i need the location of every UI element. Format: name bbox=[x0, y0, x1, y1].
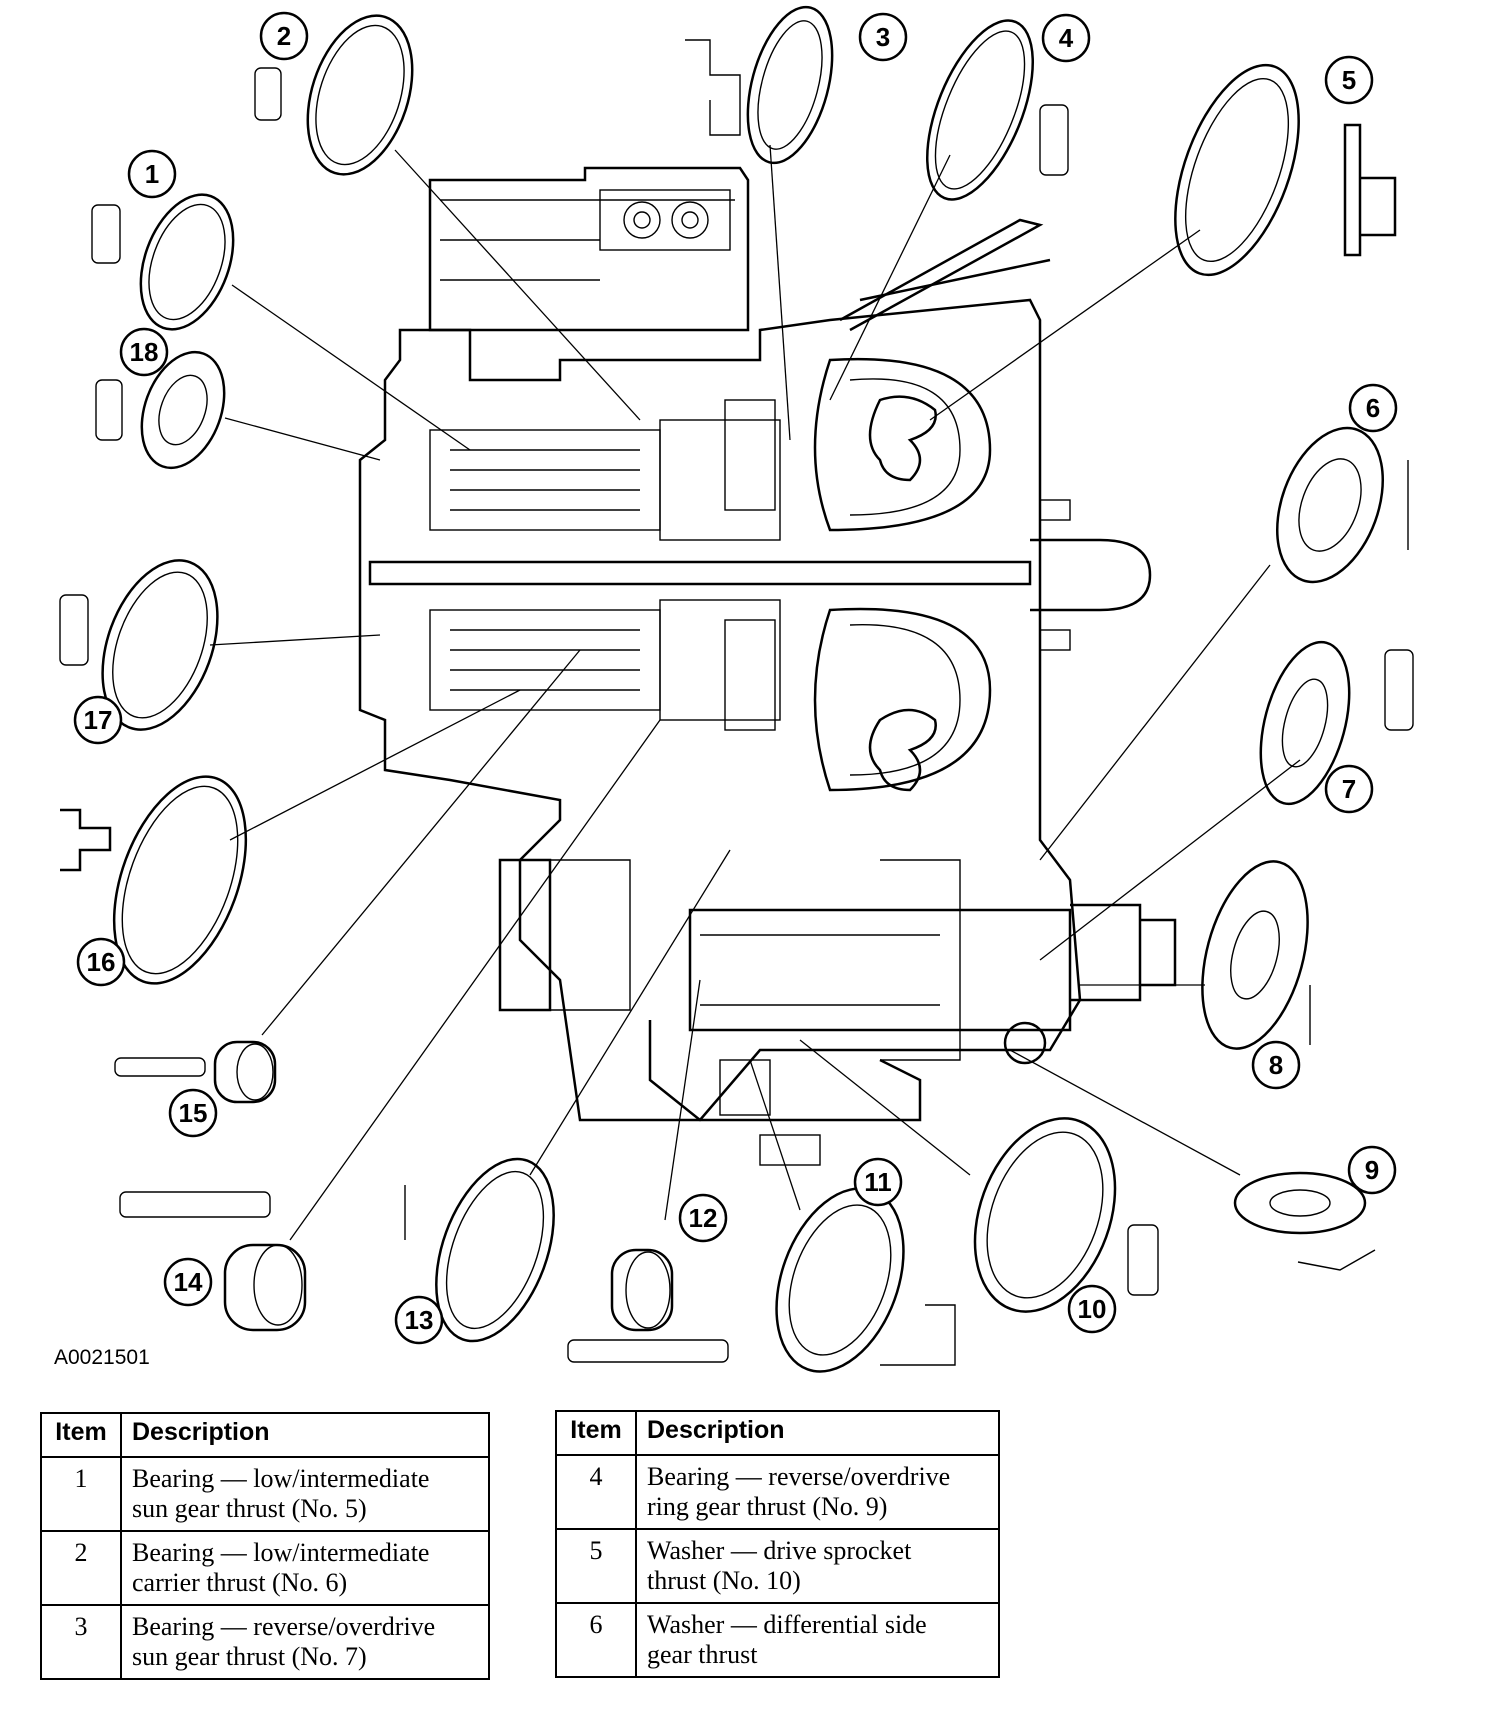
callout-16: 16 bbox=[76, 937, 126, 987]
callout-8: 8 bbox=[1251, 1040, 1301, 1090]
svg-text:16: 16 bbox=[87, 947, 116, 977]
leader-lines bbox=[209, 144, 1301, 1241]
svg-text:18: 18 bbox=[130, 337, 159, 367]
part-8-washer bbox=[1201, 860, 1311, 1050]
callout-13: 13 bbox=[394, 1295, 444, 1345]
transaxle-cross-section bbox=[358, 166, 1177, 1166]
part-6-washer bbox=[1275, 426, 1409, 584]
transaxle-exploded-diagram: 1 2 3 4 5 6 7 8 9 10 11 12 13 14 15 16 1… bbox=[59, 5, 1414, 1373]
part-7-washer bbox=[1259, 640, 1414, 806]
callout-7: 7 bbox=[1324, 764, 1374, 814]
callout-18: 18 bbox=[119, 327, 169, 377]
svg-text:14: 14 bbox=[174, 1267, 203, 1297]
item-number: 5 bbox=[555, 1528, 637, 1604]
part-9-washer bbox=[1233, 1171, 1376, 1271]
part-3-bearing bbox=[685, 5, 834, 165]
part-18-washer bbox=[95, 350, 226, 470]
item-number: 1 bbox=[40, 1456, 122, 1532]
part-14-bearing bbox=[119, 1191, 307, 1332]
column-header-item: Item bbox=[40, 1412, 122, 1458]
table-header-row: Item Description bbox=[555, 1410, 1000, 1456]
svg-text:5: 5 bbox=[1342, 65, 1356, 95]
callout-10: 10 bbox=[1067, 1284, 1117, 1334]
callout-6: 6 bbox=[1348, 383, 1398, 433]
svg-text:15: 15 bbox=[179, 1098, 208, 1128]
legend-table-right: Item Description 4 Bearing — reverse/ove… bbox=[555, 1410, 1000, 1678]
callout-12: 12 bbox=[678, 1193, 728, 1243]
part-13-washer bbox=[404, 1157, 555, 1343]
part-10-bearing bbox=[973, 1117, 1159, 1313]
callout-3: 3 bbox=[858, 12, 908, 62]
callout-5: 5 bbox=[1324, 55, 1374, 105]
svg-text:10: 10 bbox=[1078, 1294, 1107, 1324]
svg-text:11: 11 bbox=[864, 1167, 892, 1197]
part-12-bearing bbox=[567, 1248, 729, 1363]
svg-text:9: 9 bbox=[1365, 1155, 1379, 1185]
part-16-washer bbox=[60, 775, 248, 985]
part-1-bearing bbox=[91, 193, 235, 331]
svg-text:3: 3 bbox=[876, 22, 890, 52]
column-header-item: Item bbox=[555, 1410, 637, 1456]
svg-text:2: 2 bbox=[277, 21, 291, 51]
figure-id: A0021501 bbox=[54, 1346, 150, 1369]
svg-text:12: 12 bbox=[689, 1203, 718, 1233]
legend-table-left: Item Description 1 Bearing — low/interme… bbox=[40, 1412, 490, 1680]
callout-2: 2 bbox=[259, 11, 309, 61]
part-17-bearing bbox=[59, 559, 219, 731]
svg-text:8: 8 bbox=[1269, 1050, 1283, 1080]
part-11-bearing bbox=[775, 1187, 956, 1373]
svg-text:7: 7 bbox=[1342, 774, 1356, 804]
callout-11: 11 bbox=[853, 1157, 903, 1207]
part-4-bearing bbox=[925, 19, 1069, 201]
svg-text:4: 4 bbox=[1059, 23, 1074, 53]
item-number: 3 bbox=[40, 1604, 122, 1680]
svg-text:17: 17 bbox=[84, 705, 113, 735]
part-2-bearing bbox=[254, 14, 414, 176]
callout-4: 4 bbox=[1041, 13, 1091, 63]
callout-1: 1 bbox=[127, 149, 177, 199]
item-number: 6 bbox=[555, 1602, 637, 1678]
callout-14: 14 bbox=[163, 1257, 213, 1307]
column-header-description: Description bbox=[120, 1412, 490, 1458]
callout-17: 17 bbox=[73, 695, 123, 745]
item-number: 4 bbox=[555, 1454, 637, 1530]
callout-15: 15 bbox=[168, 1088, 218, 1138]
svg-text:13: 13 bbox=[405, 1305, 434, 1335]
callout-9: 9 bbox=[1347, 1145, 1397, 1195]
column-header-description: Description bbox=[635, 1410, 1000, 1456]
part-15-bearing bbox=[114, 1040, 277, 1104]
svg-text:6: 6 bbox=[1366, 393, 1380, 423]
svg-text:1: 1 bbox=[145, 159, 159, 189]
table-header-row: Item Description bbox=[40, 1412, 490, 1458]
item-number: 2 bbox=[40, 1530, 122, 1606]
part-5-washer bbox=[1174, 63, 1397, 277]
